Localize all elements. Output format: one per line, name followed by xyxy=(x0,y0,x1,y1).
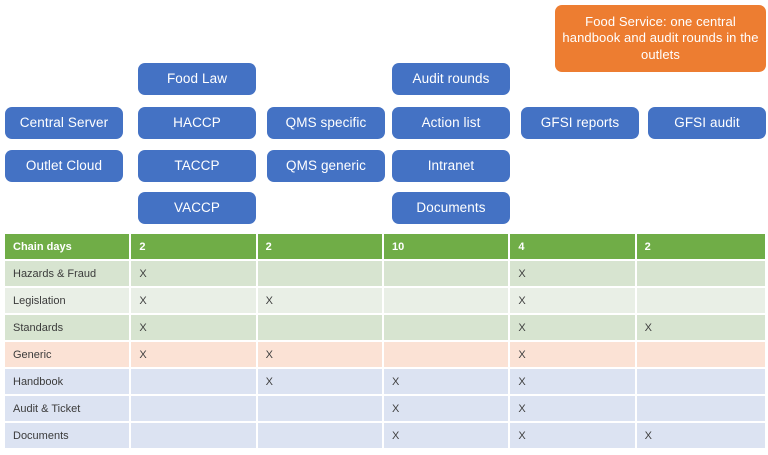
node-gfsi-reports[interactable]: GFSI reports xyxy=(521,107,639,139)
node-vaccp[interactable]: VACCP xyxy=(138,192,256,224)
cell xyxy=(383,342,511,369)
matrix-header-row: Chain days 2 2 10 4 2 xyxy=(5,234,765,261)
node-intranet[interactable]: Intranet xyxy=(392,150,510,182)
node-haccp[interactable]: HACCP xyxy=(138,107,256,139)
node-qms-specific[interactable]: QMS specific xyxy=(267,107,385,139)
node-central-server[interactable]: Central Server xyxy=(5,107,123,139)
matrix-header-col-3: 10 xyxy=(383,234,511,261)
cell xyxy=(636,396,765,423)
coverage-matrix: Chain days 2 2 10 4 2 Hazards & Fraud X … xyxy=(5,234,765,450)
node-outlet-cloud[interactable]: Outlet Cloud xyxy=(5,150,123,182)
cell: X xyxy=(510,288,637,315)
cell: X xyxy=(257,288,384,315)
row-label: Handbook xyxy=(5,369,132,396)
row-label: Documents xyxy=(5,423,132,450)
cell xyxy=(131,423,258,450)
cell: X xyxy=(383,396,511,423)
row-label: Hazards & Fraud xyxy=(5,261,132,288)
row-label: Standards xyxy=(5,315,132,342)
node-action-list[interactable]: Action list xyxy=(392,107,510,139)
row-label: Generic xyxy=(5,342,132,369)
cell: X xyxy=(510,396,637,423)
cell xyxy=(257,396,384,423)
cell xyxy=(257,315,384,342)
table-row: Documents X X X xyxy=(5,423,765,450)
cell xyxy=(257,261,384,288)
cell: X xyxy=(510,315,637,342)
table-row: Legislation X X X xyxy=(5,288,765,315)
matrix-header-col-5: 2 xyxy=(636,234,765,261)
cell: X xyxy=(131,342,258,369)
table-row: Hazards & Fraud X X xyxy=(5,261,765,288)
cell: X xyxy=(257,342,384,369)
cell: X xyxy=(636,423,765,450)
cell: X xyxy=(131,288,258,315)
cell xyxy=(131,369,258,396)
cell xyxy=(636,369,765,396)
cell: X xyxy=(510,261,637,288)
node-food-law[interactable]: Food Law xyxy=(138,63,256,95)
cell xyxy=(383,288,511,315)
table-row: Audit & Ticket X X xyxy=(5,396,765,423)
cell: X xyxy=(510,369,637,396)
cell xyxy=(636,288,765,315)
cell: X xyxy=(636,315,765,342)
cell: X xyxy=(510,423,637,450)
cell: X xyxy=(131,315,258,342)
cell xyxy=(383,315,511,342)
table-row: Generic X X X xyxy=(5,342,765,369)
node-documents[interactable]: Documents xyxy=(392,192,510,224)
cell: X xyxy=(383,423,511,450)
row-label: Audit & Ticket xyxy=(5,396,132,423)
matrix-header-col-4: 4 xyxy=(510,234,637,261)
cell: X xyxy=(257,369,384,396)
matrix-header-chain-days: Chain days xyxy=(5,234,132,261)
matrix-header-col-1: 2 xyxy=(131,234,258,261)
node-audit-rounds[interactable]: Audit rounds xyxy=(392,63,510,95)
cell: X xyxy=(383,369,511,396)
table-row: Handbook X X X xyxy=(5,369,765,396)
row-label: Legislation xyxy=(5,288,132,315)
cell xyxy=(383,261,511,288)
cell xyxy=(636,261,765,288)
cell xyxy=(131,396,258,423)
node-gfsi-audit[interactable]: GFSI audit xyxy=(648,107,766,139)
table-row: Standards X X X xyxy=(5,315,765,342)
cell xyxy=(636,342,765,369)
matrix-header-col-2: 2 xyxy=(257,234,384,261)
cell: X xyxy=(131,261,258,288)
node-qms-generic[interactable]: QMS generic xyxy=(267,150,385,182)
node-taccp[interactable]: TACCP xyxy=(138,150,256,182)
callout-food-service[interactable]: Food Service: one central handbook and a… xyxy=(555,5,766,72)
matrix-body: Hazards & Fraud X X Legislation X X X St… xyxy=(5,261,765,450)
cell xyxy=(257,423,384,450)
cell: X xyxy=(510,342,637,369)
